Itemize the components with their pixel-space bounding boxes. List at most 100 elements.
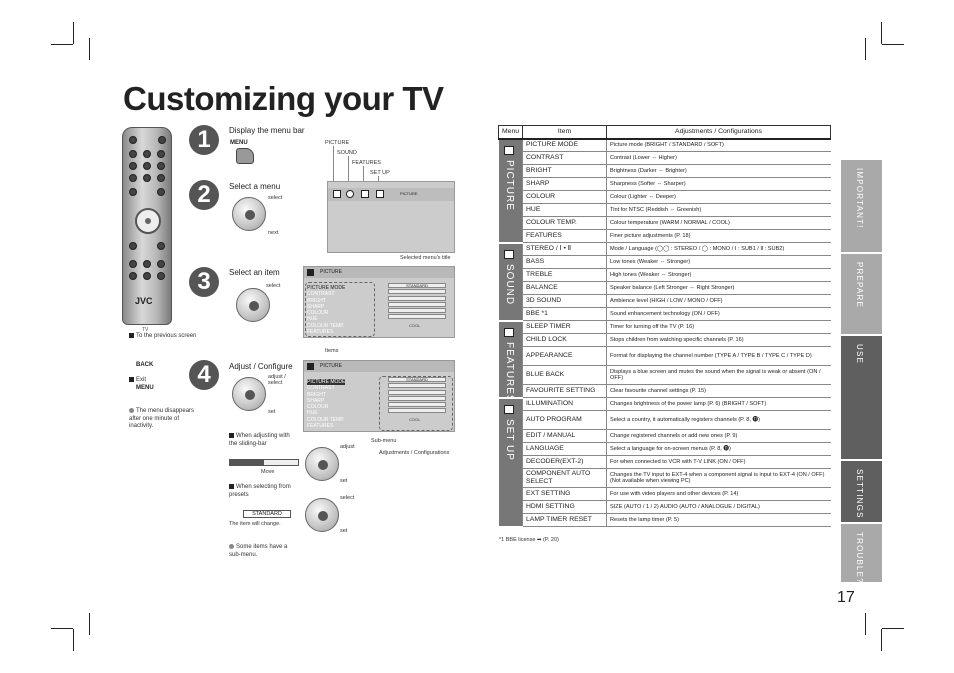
osd-slider-list: STANDARD bbox=[388, 283, 446, 321]
note-menu-disappears: The menu disappears after one minute of … bbox=[129, 408, 195, 430]
table-row: DECODER(EXT-2)For when connected to VCR … bbox=[499, 455, 831, 469]
jog-control-icon bbox=[305, 498, 339, 532]
step-1-text: Display the menu bar bbox=[229, 126, 305, 135]
remote-button bbox=[129, 150, 137, 158]
col-item: Item bbox=[522, 125, 608, 140]
table-item: 3D SOUND bbox=[522, 294, 607, 308]
step-2-select: select bbox=[268, 195, 283, 201]
adjustments-configurations-label: Adjustments / Configurations bbox=[379, 450, 450, 456]
table-item: FAVOURITE SETTING bbox=[522, 384, 607, 398]
table-adjustment: Resets the lamp timer (P. 5) bbox=[606, 513, 831, 527]
table-adjustment: Sound enhancement technology (ON / OFF) bbox=[606, 307, 831, 321]
osd-title: PICTURE bbox=[320, 269, 342, 275]
remote-label: TV bbox=[142, 327, 149, 333]
features-icon bbox=[361, 190, 369, 198]
crop-mark bbox=[881, 629, 882, 651]
slider-set-label: set bbox=[340, 478, 348, 484]
menu-group-icon bbox=[503, 327, 514, 337]
table-item: EDIT / MANUAL bbox=[522, 429, 607, 443]
remote-button bbox=[143, 150, 151, 158]
table-adjustment: SIZE (AUTO / 1 / 2) AUDIO (AUTO / ANALOG… bbox=[606, 500, 831, 514]
table-item: BRIGHT bbox=[522, 164, 607, 178]
table-item: EXT SETTING bbox=[522, 487, 607, 501]
osd-cool-label: COOL bbox=[409, 323, 421, 328]
menu-bar-label-features: FEATURES bbox=[352, 160, 381, 166]
remote-button bbox=[129, 272, 137, 280]
table-adjustment: Select a country, it automatically regis… bbox=[606, 410, 831, 430]
osd-menu-bar-screen: PICTURE bbox=[327, 181, 455, 253]
table-adjustment: Colour (Lighter ⇔ Deeper) bbox=[606, 190, 831, 204]
menu-group-icon bbox=[503, 145, 514, 155]
remote-button bbox=[129, 174, 137, 182]
col-menu: Menu bbox=[497, 125, 524, 140]
note-submenu: Some items have a sub-menu. bbox=[229, 544, 288, 558]
crop-mark bbox=[51, 44, 73, 45]
table-item: COLOUR bbox=[522, 190, 607, 204]
step-4-adjust: adjust / select bbox=[268, 374, 286, 387]
table-adjustment: Finer picture adjustments (P. 18) bbox=[606, 229, 831, 243]
remote-button bbox=[129, 136, 137, 144]
table-adjustment: Clear favourite channel settings (P. 15) bbox=[606, 384, 831, 398]
table-adjustment: Tint for NTSC (Reddish ⇔ Greenish) bbox=[606, 203, 831, 217]
tab-important[interactable]: IMPORTANT! bbox=[841, 160, 882, 252]
table-adjustment: For when connected to VCR with T-V LINK … bbox=[606, 455, 831, 469]
table-item: AUTO PROGRAM bbox=[522, 410, 607, 430]
remote-button bbox=[129, 242, 137, 250]
remote-button bbox=[157, 162, 165, 170]
table-adjustment: Changes brightness of the power lamp (P.… bbox=[606, 397, 831, 411]
remote-button bbox=[157, 242, 165, 250]
remote-nav-pad bbox=[135, 208, 161, 234]
osd-selected-title: PICTURE bbox=[400, 191, 418, 196]
note-sliding-bar: When adjusting with the sliding-bar bbox=[229, 433, 290, 447]
note-previous-screen: To the previous screen bbox=[129, 333, 199, 341]
items-label: Items bbox=[325, 348, 339, 354]
menu-group-features: FEATURES bbox=[498, 320, 523, 402]
crop-mark bbox=[89, 38, 90, 60]
table-item: DECODER(EXT-2) bbox=[522, 455, 607, 469]
table-item: STEREO / Ⅰ • Ⅱ bbox=[522, 242, 607, 256]
table-item: APPEARANCE bbox=[522, 346, 607, 366]
crop-mark bbox=[73, 629, 74, 651]
remote-button bbox=[143, 174, 151, 182]
tab-trouble[interactable]: TROUBLE? bbox=[841, 524, 882, 584]
setup-icon bbox=[376, 190, 384, 198]
table-item: BASS bbox=[522, 255, 607, 269]
table-adjustment: Format for displaying the channel number… bbox=[606, 346, 831, 366]
crop-mark bbox=[881, 22, 882, 44]
tab-use[interactable]: USE bbox=[841, 336, 882, 459]
remote-button bbox=[157, 272, 165, 280]
leader-line bbox=[363, 166, 364, 190]
step-4-number: 4 bbox=[189, 360, 219, 390]
menu-group-sound: SOUND bbox=[498, 242, 523, 322]
table-item: CONTRAST bbox=[522, 151, 607, 165]
tab-settings[interactable]: SETTINGS bbox=[841, 461, 882, 522]
tab-prepare[interactable]: PREPARE bbox=[841, 254, 882, 334]
leader-line bbox=[348, 156, 349, 190]
menu-bar-label-picture: PICTURE bbox=[325, 140, 350, 146]
remote-button bbox=[157, 260, 165, 268]
note-presets: When selecting from presets bbox=[229, 484, 291, 498]
sub-menu-label: Sub-menu bbox=[371, 438, 397, 444]
crop-mark bbox=[51, 628, 73, 629]
slider-move-label: Move bbox=[261, 469, 275, 475]
table-adjustment: Speaker balance (Left Stronger ⇔ Right S… bbox=[606, 281, 831, 295]
crop-mark bbox=[73, 22, 74, 44]
table-adjustment: Low tones (Weaker ⇔ Stronger) bbox=[606, 255, 831, 269]
table-adjustment: Ambience level (HIGH / LOW / MONO / OFF) bbox=[606, 294, 831, 308]
menu-group-icon bbox=[503, 404, 514, 414]
table-item: BBE *1 bbox=[522, 307, 607, 321]
